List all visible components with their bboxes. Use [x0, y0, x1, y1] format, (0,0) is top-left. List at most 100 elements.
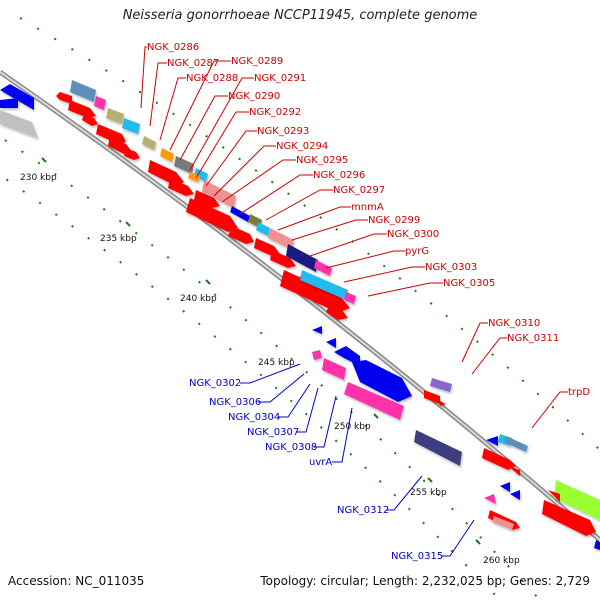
label-ngk-0288: NGK_0288 [186, 73, 238, 84]
label-ngk-0289: NGK_0289 [231, 56, 283, 67]
middle-cluster-genes [312, 326, 462, 466]
gene-other [504, 436, 528, 452]
label-ngk-0299: NGK_0299 [368, 215, 420, 226]
gene-other [0, 110, 38, 138]
label-ngk-0290: NGK_0290 [228, 91, 280, 102]
gene-reverse [500, 482, 510, 492]
label-trpd: trpD [568, 387, 590, 398]
label-ngk-0307: NGK_0307 [247, 427, 299, 438]
gene-other [268, 228, 294, 250]
gene-other [256, 222, 270, 236]
label-ngk-0293: NGK_0293 [257, 126, 309, 137]
gene-other [160, 148, 174, 162]
accession-text: Accession: NC_011035 [8, 574, 145, 588]
gene-other [188, 172, 200, 182]
gene-forward [548, 490, 560, 502]
gene-other [314, 260, 332, 276]
gene-reverse [0, 84, 34, 110]
gene-forward [438, 400, 446, 406]
label-pyrg: pyrG [405, 246, 429, 257]
gene-reverse [352, 360, 412, 402]
gene-reverse [486, 436, 498, 446]
tick-label: 245 kbp [258, 358, 295, 368]
label-ngk-0312: NGK_0312 [337, 505, 389, 516]
scale-ticks: 230 kbp 235 kbp 240 kbp 245 kbp 250 kbp … [20, 157, 520, 566]
gene-other [70, 80, 96, 102]
tick-label: 260 kbp [483, 556, 520, 566]
gene-reverse [312, 326, 322, 334]
label-ngk-0292: NGK_0292 [249, 107, 301, 118]
label-ngk-0291: NGK_0291 [254, 73, 306, 84]
gene-other [554, 480, 600, 520]
genome-summary-text: Topology: circular; Length: 2,232,025 bp… [260, 574, 590, 588]
gene-other [300, 270, 348, 300]
right-cluster-genes [482, 434, 600, 550]
map-title: Neisseria gonorrhoeae NCCP11945, complet… [122, 8, 478, 23]
gene-reverse [510, 490, 520, 500]
gene-forward [296, 276, 350, 312]
label-ngk-0305: NGK_0305 [443, 278, 495, 289]
gene-forward [68, 100, 96, 118]
gene-other [122, 118, 140, 134]
gene-reverse [326, 338, 336, 348]
label-ngk-0294: NGK_0294 [276, 141, 328, 152]
gene-other [322, 358, 346, 380]
label-ngk-0297: NGK_0297 [333, 185, 385, 196]
reverse-label-texts: NGK_0302 NGK_0306 NGK_0304 NGK_0307 NGK_… [189, 378, 443, 562]
gene-reverse [0, 98, 18, 108]
tick-label: 230 kbp [20, 173, 57, 183]
outer-tick-ring [0, 17, 600, 600]
tick-label: 235 kbp [100, 234, 137, 244]
label-ngk-0296: NGK_0296 [313, 170, 365, 181]
label-ngk-0304: NGK_0304 [228, 412, 280, 423]
label-ngk-0315: NGK_0315 [391, 551, 443, 562]
label-ngk-0306: NGK_0306 [209, 397, 261, 408]
gene-other [142, 136, 156, 150]
forward-label-texts: NGK_0286 NGK_0287 NGK_0288 NGK_0289 NGK_… [147, 42, 590, 398]
forward-genes [56, 92, 350, 320]
gene-forward [186, 198, 238, 232]
label-ngk-0302: NGK_0302 [189, 378, 241, 389]
gene-other [202, 180, 236, 208]
inner-track-genes [142, 136, 356, 304]
label-ngk-0310: NGK_0310 [488, 318, 540, 329]
gene-other [430, 378, 452, 392]
gene-forward [270, 250, 296, 268]
label-ngk-0308: NGK_0308 [265, 442, 317, 453]
label-mnma: mnmA [351, 202, 384, 213]
gene-other [286, 244, 318, 272]
gene-forward [482, 448, 516, 470]
gene-forward [148, 160, 184, 186]
gene-other [174, 156, 194, 174]
forward-gene-labels [140, 46, 568, 429]
gene-other [94, 96, 106, 110]
reverse-gene-labels [240, 363, 475, 557]
gene-other [344, 292, 356, 304]
label-ngk-0311: NGK_0311 [507, 333, 559, 344]
gene-forward [326, 304, 348, 320]
gene-other [106, 108, 124, 124]
gene-other [492, 516, 514, 530]
gene-reverse [334, 346, 360, 366]
gene-forward [424, 390, 440, 404]
gene-other [194, 168, 208, 182]
gene-reverse [484, 494, 496, 504]
tick-label: 255 kbp [410, 488, 447, 498]
gene-forward [168, 178, 194, 196]
gene-forward [228, 226, 254, 244]
tick-label: 250 kbp [334, 422, 371, 432]
label-ngk-0286: NGK_0286 [147, 42, 199, 53]
gene-forward [56, 92, 72, 104]
tick-label: 240 kbp [180, 294, 217, 304]
gene-other [344, 382, 404, 420]
gene-other [414, 430, 462, 466]
gene-other [594, 540, 600, 550]
label-ngk-0287: NGK_0287 [167, 58, 219, 69]
gene-reverse [312, 350, 322, 360]
gene-forward [508, 466, 520, 476]
gene-forward [82, 114, 98, 126]
gene-blocks-left [0, 80, 140, 138]
label-ngk-0295: NGK_0295 [296, 155, 348, 166]
label-ngk-0303: NGK_0303 [425, 262, 477, 273]
